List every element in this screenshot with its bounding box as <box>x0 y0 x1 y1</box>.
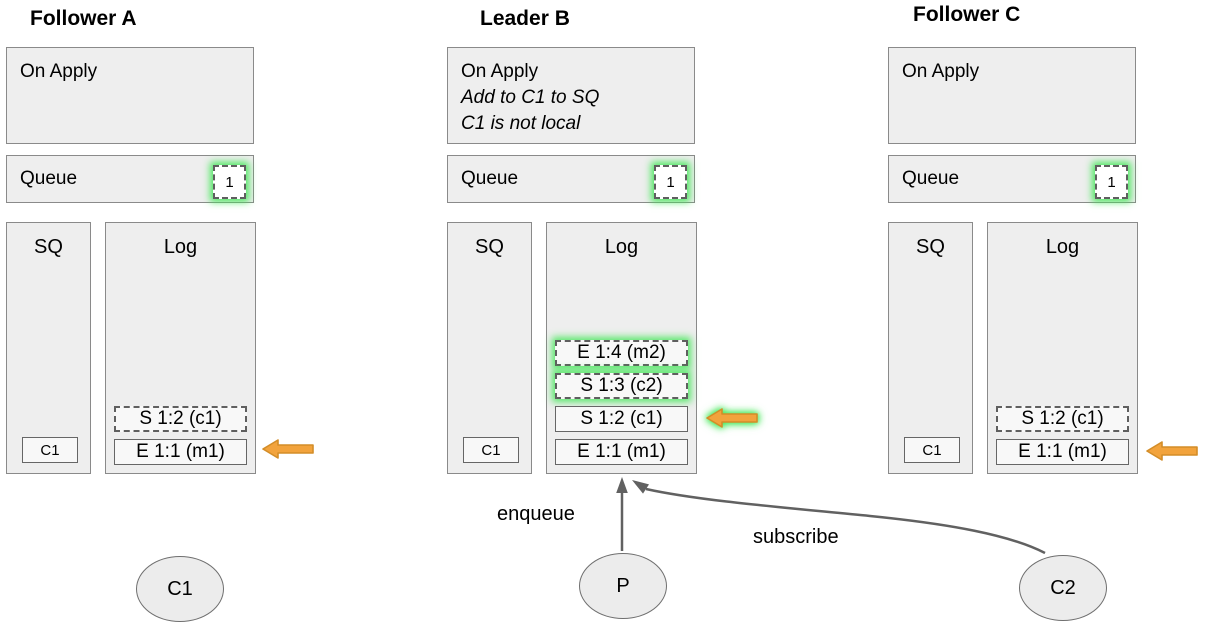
queue-count-badge: 1 <box>1095 165 1128 199</box>
actor-p: P <box>579 553 667 619</box>
sq-entry-c1: C1 <box>22 437 78 463</box>
sq-entry-c1: C1 <box>904 437 960 463</box>
orange-arrow-icon <box>1146 441 1198 461</box>
actor-c1: C1 <box>136 556 224 622</box>
sq-box: SQ C1 <box>6 222 91 474</box>
queue-label: Queue <box>20 168 78 189</box>
node-follower-a: Follower A On Apply Queue 1 SQ C1 Log S … <box>6 0 256 632</box>
log-box: Log S 1:2 (c1) E 1:1 (m1) <box>987 222 1138 474</box>
on-apply-label: On Apply <box>902 61 980 82</box>
on-apply-box: On Apply <box>6 47 254 144</box>
log-entry: S 1:2 (c1) <box>555 406 688 432</box>
sq-box: SQ C1 <box>447 222 532 474</box>
log-entry: E 1:1 (m1) <box>996 439 1129 465</box>
queue-label: Queue <box>902 168 960 189</box>
node-title: Leader B <box>480 7 570 30</box>
log-entry: S 1:3 (c2) <box>555 373 688 399</box>
queue-box: Queue 1 <box>6 155 254 203</box>
queue-count-badge: 1 <box>213 165 246 199</box>
on-apply-label: On Apply <box>20 61 98 82</box>
sq-box: SQ C1 <box>888 222 973 474</box>
queue-count-badge: 1 <box>654 165 687 199</box>
orange-arrow-glow-icon <box>706 408 758 428</box>
sq-label: SQ <box>475 236 504 258</box>
queue-label: Queue <box>461 168 519 189</box>
node-follower-c: Follower C On Apply Queue 1 SQ C1 Log S … <box>888 0 1138 632</box>
queue-box: Queue 1 <box>447 155 695 203</box>
sq-label: SQ <box>34 236 63 258</box>
node-title: Follower C <box>913 3 1021 26</box>
node-leader-b: Leader B On Apply Add to C1 to SQ C1 is … <box>447 0 697 632</box>
log-entry: E 1:4 (m2) <box>555 340 688 366</box>
log-label: Log <box>163 236 198 258</box>
on-apply-box: On Apply Add to C1 to SQ C1 is not local <box>447 47 695 144</box>
log-label: Log <box>1045 236 1080 258</box>
log-entry: E 1:1 (m1) <box>555 439 688 465</box>
log-label: Log <box>604 236 639 258</box>
log-box: Log S 1:2 (c1) E 1:1 (m1) <box>105 222 256 474</box>
queue-box: Queue 1 <box>888 155 1136 203</box>
on-apply-box: On Apply <box>888 47 1136 144</box>
node-title: Follower A <box>30 7 137 30</box>
subscribe-label: subscribe <box>753 526 839 548</box>
on-apply-note: Add to C1 to SQ <box>461 87 600 108</box>
orange-arrow-icon <box>262 439 314 459</box>
sq-label: SQ <box>916 236 945 258</box>
log-entry: S 1:2 (c1) <box>996 406 1129 432</box>
on-apply-note: C1 is not local <box>461 113 581 134</box>
on-apply-label: On Apply <box>461 61 539 82</box>
enqueue-label: enqueue <box>497 503 575 525</box>
log-entry: S 1:2 (c1) <box>114 406 247 432</box>
log-box: Log E 1:4 (m2) S 1:3 (c2) S 1:2 (c1) E 1… <box>546 222 697 474</box>
actor-c2: C2 <box>1019 555 1107 621</box>
sq-entry-c1: C1 <box>463 437 519 463</box>
log-entry: E 1:1 (m1) <box>114 439 247 465</box>
